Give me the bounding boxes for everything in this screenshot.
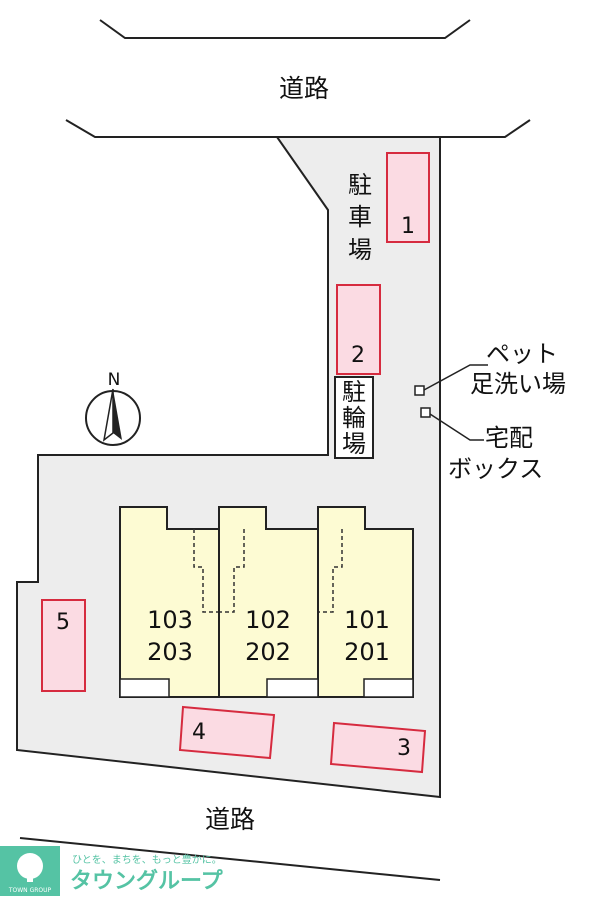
parking-space-1: 1 <box>386 152 430 243</box>
unit-102-lower: 102 <box>245 606 291 634</box>
logo-name: タウングループ <box>70 868 224 894</box>
logo-tree-icon <box>17 853 43 879</box>
top-road-label: 道路 <box>279 74 329 103</box>
parking-space-4: 4 <box>178 705 276 760</box>
parking-space-number: 5 <box>56 610 70 635</box>
parking-label-char-3: 場 <box>348 236 372 264</box>
top-road-far-edge <box>99 19 471 39</box>
logo-mark-text: TOWN GROUP <box>8 887 52 894</box>
delivery-box-label-line-1: 宅配 <box>485 424 533 452</box>
parking-space-3: 3 <box>329 721 427 774</box>
building: 103 203 102 202 101 201 <box>119 506 414 698</box>
delivery-box-leader <box>429 413 484 441</box>
compass: N <box>85 370 141 446</box>
building-outline <box>119 506 414 698</box>
delivery-box-label-line-2: ボックス <box>448 455 543 483</box>
parking-label-char-1: 駐 <box>348 171 372 199</box>
town-group-logo: TOWN GROUP ひとを、まちを、もっと豊かに。 タウングループ <box>0 846 224 896</box>
bike-parking-char-1: 駐 <box>342 378 366 406</box>
unit-102-upper: 202 <box>245 638 291 666</box>
pet-wash-leader <box>423 364 488 391</box>
delivery-box-marker <box>420 407 431 418</box>
pet-wash-label-line-2: 足洗い場 <box>470 370 566 398</box>
bike-parking: 駐 輪 場 <box>334 376 374 459</box>
unit-entrance <box>266 678 319 698</box>
compass-north-label: N <box>108 370 121 390</box>
unit-entrance <box>119 678 170 698</box>
parking-space-number: 2 <box>351 343 365 368</box>
bike-parking-char-2: 輪 <box>342 404 366 432</box>
top-road-near-edge <box>65 119 531 138</box>
pet-wash-label-line-1: ペット <box>486 340 558 368</box>
unit-103-upper: 203 <box>147 638 193 666</box>
unit-101-lower: 101 <box>344 606 390 634</box>
logo-tagline: ひとを、まちを、もっと豊かに。 <box>72 853 222 866</box>
compass-needle-dark-icon <box>113 389 122 440</box>
parking-space-number: 3 <box>397 736 411 761</box>
unit-entrance <box>363 678 414 698</box>
bike-parking-char-3: 場 <box>342 430 366 458</box>
parking-space-5: 5 <box>41 599 86 692</box>
unit-101-upper: 201 <box>344 638 390 666</box>
parking-space-number: 4 <box>192 720 206 745</box>
parking-space-number: 1 <box>401 214 415 239</box>
parking-space-2: 2 <box>336 284 381 375</box>
unit-103-lower: 103 <box>147 606 193 634</box>
bottom-road-edge <box>19 837 441 881</box>
pet-wash-marker <box>414 385 425 396</box>
logo-tree-trunk-icon <box>27 872 33 882</box>
bottom-road-label: 道路 <box>205 805 255 834</box>
parking-label-char-2: 車 <box>348 203 372 231</box>
